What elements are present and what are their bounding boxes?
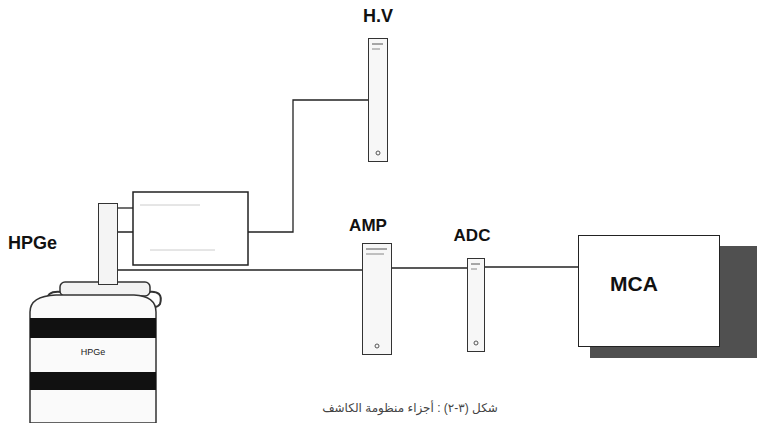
dewar-band [30,318,156,338]
module-mark [471,269,477,270]
module-label: H.V [340,4,416,28]
detector-neck [98,203,118,285]
detector-label: HPGe [8,233,57,254]
module-detail [363,244,393,356]
preamp-detail [140,205,200,206]
nim-module [362,243,392,355]
module-knob [376,151,380,155]
signal-wire [118,269,362,270]
dewar-text: HPGe [30,347,156,357]
figure-caption: شكل (٣-٢) : أجزاء منظومة الكاشف [240,401,580,415]
dewar-band [30,372,156,390]
preamp-wire [118,207,133,208]
module-label: AMP [330,214,406,238]
dewar-body [30,295,156,423]
nim-module [368,38,388,162]
module-detail [369,39,389,163]
nim-module [467,258,485,352]
module-mark [366,254,384,255]
signal-wire [392,267,467,268]
hpge-detector: HPGeHPGe [6,200,166,423]
mca-box: MCA [578,235,720,347]
module-mark [372,44,383,45]
nim-module-group: ADC [434,224,510,354]
module-label: ADC [434,224,510,248]
module-mark [366,249,387,250]
signal-wire [485,266,578,267]
nim-module-group: H.V [340,4,416,164]
preamp-detail [150,250,215,251]
module-knob [474,341,478,345]
module-knob [375,344,379,348]
box-label: MCA [610,272,658,296]
module-mark [372,49,380,50]
module-detail [468,259,486,353]
module-mark [471,264,480,265]
nim-module-group: AMP [330,214,406,356]
preamp-box [133,192,248,265]
